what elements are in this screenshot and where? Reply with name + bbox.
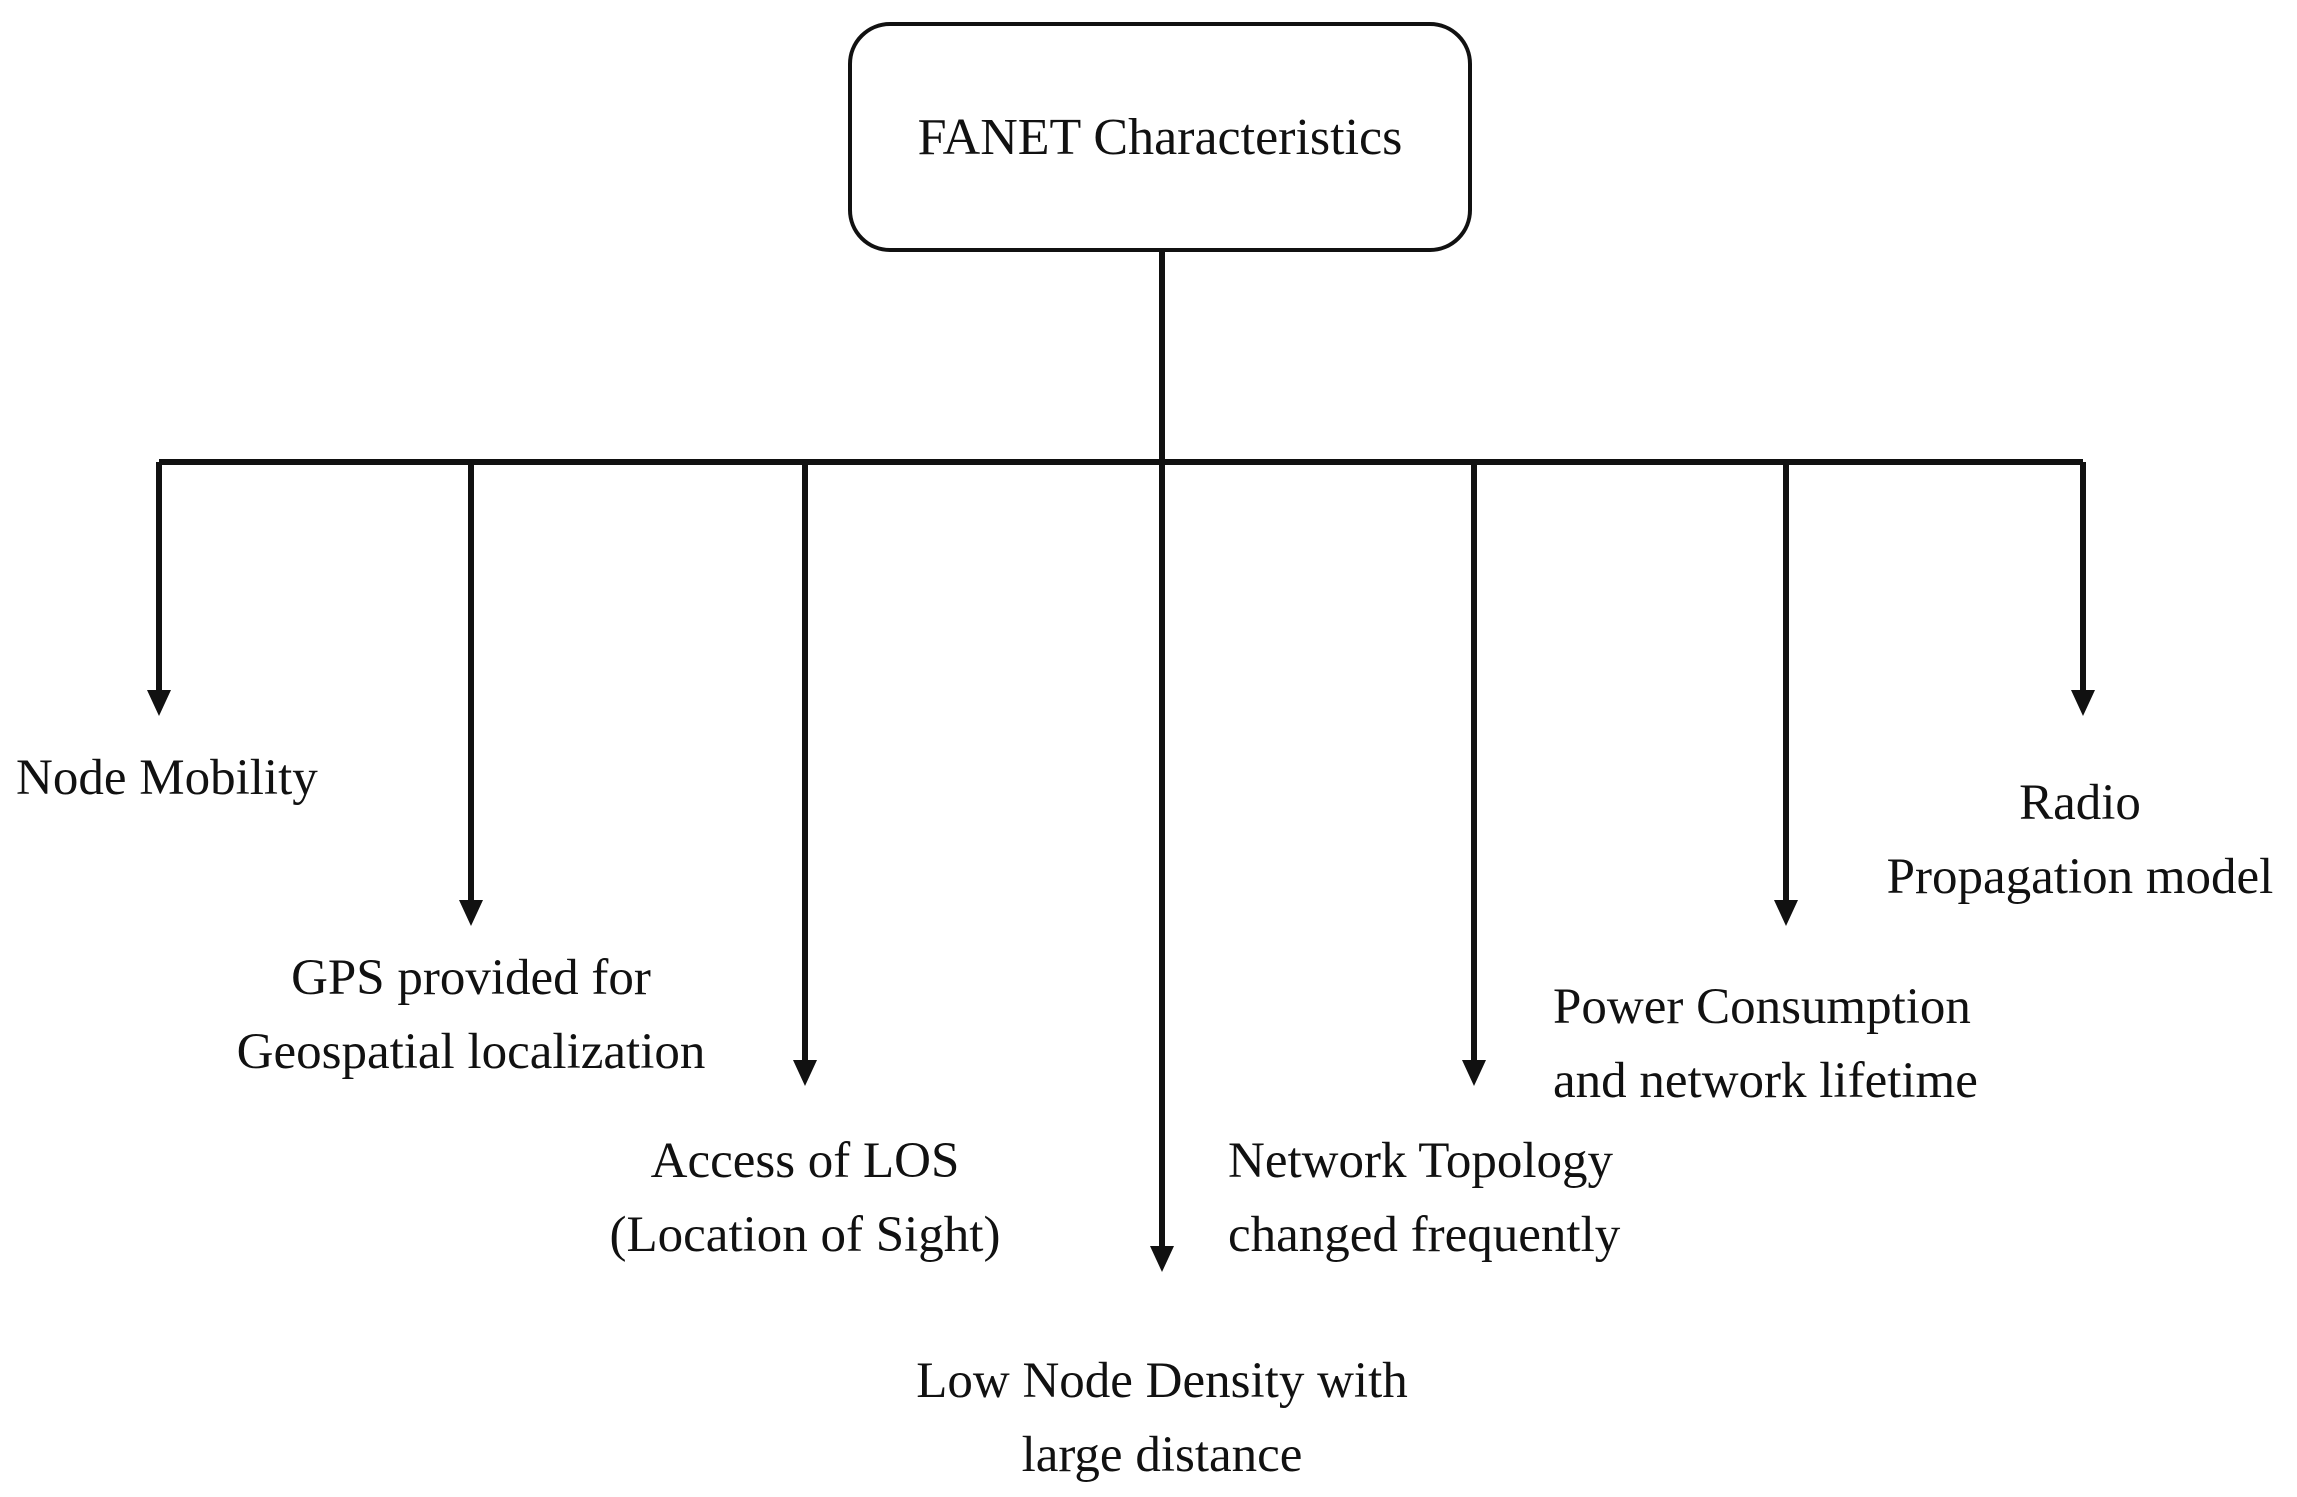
leaf-los-line-2: (Location of Sight) [609,1207,1001,1263]
leaf-power-line-1: Power Consumption [1553,979,1971,1035]
leaf-topology-line-2: changed frequently [1228,1207,1621,1263]
leaf-node-mobility-line-1: Node Mobility [16,750,318,806]
leaf-network-topology: Network Topology changed frequently [1228,1124,1620,1272]
branch-gps [459,462,483,926]
branch-power [1774,462,1798,926]
leaf-low-node-density: Low Node Density with large distance [862,1344,1462,1492]
branch-los [793,462,817,1086]
branch-low-density [1150,462,1174,1272]
leaf-gps-line-1: GPS provided for [291,950,651,1006]
root-node-label: FANET Characteristics [917,108,1403,166]
leaf-gps-localization: GPS provided for Geospatial localization [171,941,771,1089]
root-node: FANET Characteristics [848,22,1472,252]
leaf-radio-propagation: Radio Propagation model [1870,766,2290,914]
leaf-radio-line-1: Radio [2019,775,2141,831]
leaf-density-line-2: large distance [1021,1427,1303,1483]
branch-radio [2071,462,2095,716]
leaf-los-line-1: Access of LOS [650,1133,960,1189]
leaf-density-line-1: Low Node Density with [916,1353,1408,1409]
leaf-access-los: Access of LOS (Location of Sight) [555,1124,1055,1272]
leaf-power-line-2: and network lifetime [1553,1053,1978,1109]
leaf-node-mobility: Node Mobility [16,741,318,815]
leaf-power-consumption: Power Consumption and network lifetime [1553,970,1978,1118]
branch-topology [1462,462,1486,1086]
leaf-topology-line-1: Network Topology [1228,1133,1614,1189]
leaf-radio-line-2: Propagation model [1886,849,2274,905]
branch-node-mobility [147,462,171,716]
leaf-gps-line-2: Geospatial localization [236,1024,706,1080]
